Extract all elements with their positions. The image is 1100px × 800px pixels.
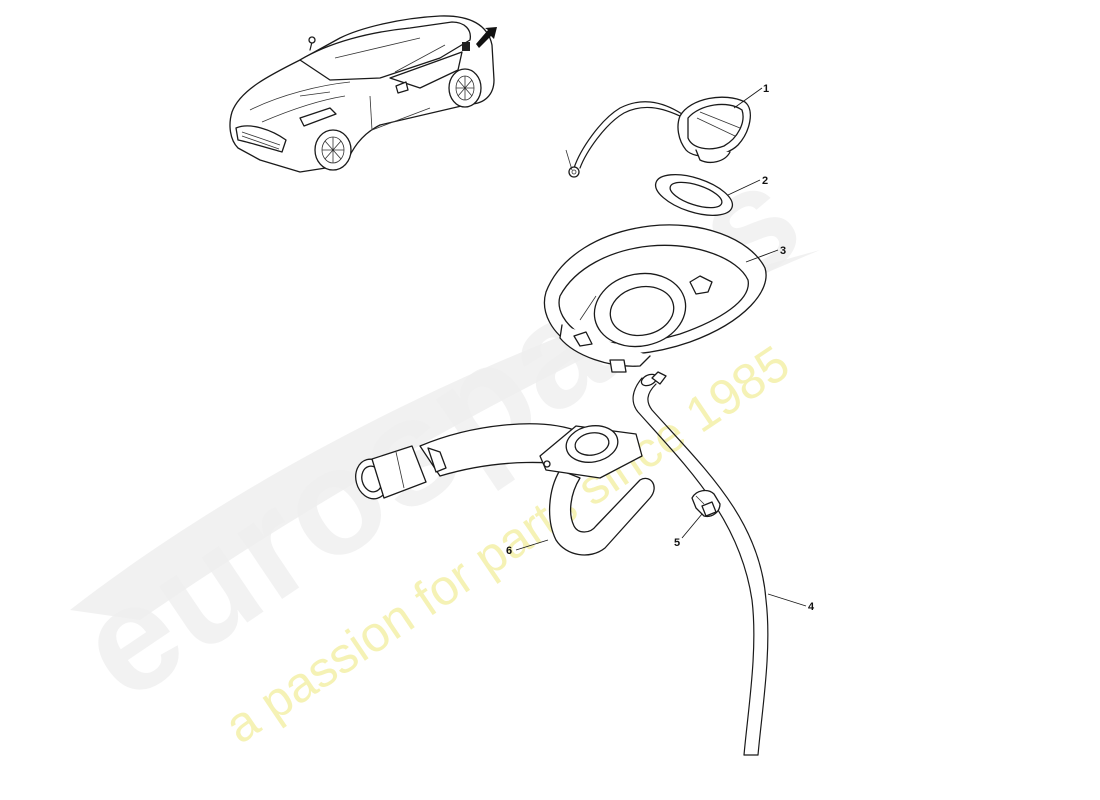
callout-1: 1 — [763, 83, 769, 95]
part-6-filler-neck — [355, 423, 655, 556]
callout-4: 4 — [808, 601, 815, 613]
car-thumbnail — [229, 15, 497, 173]
part-3-filler-housing — [543, 224, 767, 373]
callout-2: 2 — [762, 175, 768, 187]
part-1-fuel-cap — [565, 96, 751, 178]
locator-arrow-icon — [476, 27, 497, 48]
callout-3: 3 — [780, 245, 786, 257]
callout-6: 6 — [506, 545, 512, 557]
part-4-vent-hose — [632, 371, 769, 756]
part-2-seal — [654, 173, 734, 217]
leader-lines — [515, 87, 807, 607]
callout-numbers: 1 2 3 4 5 6 — [506, 83, 815, 613]
callout-5: 5 — [674, 537, 680, 549]
watermark-swoosh — [70, 250, 820, 620]
part-5-clip — [691, 489, 721, 518]
filler-location-highlight — [462, 42, 470, 51]
